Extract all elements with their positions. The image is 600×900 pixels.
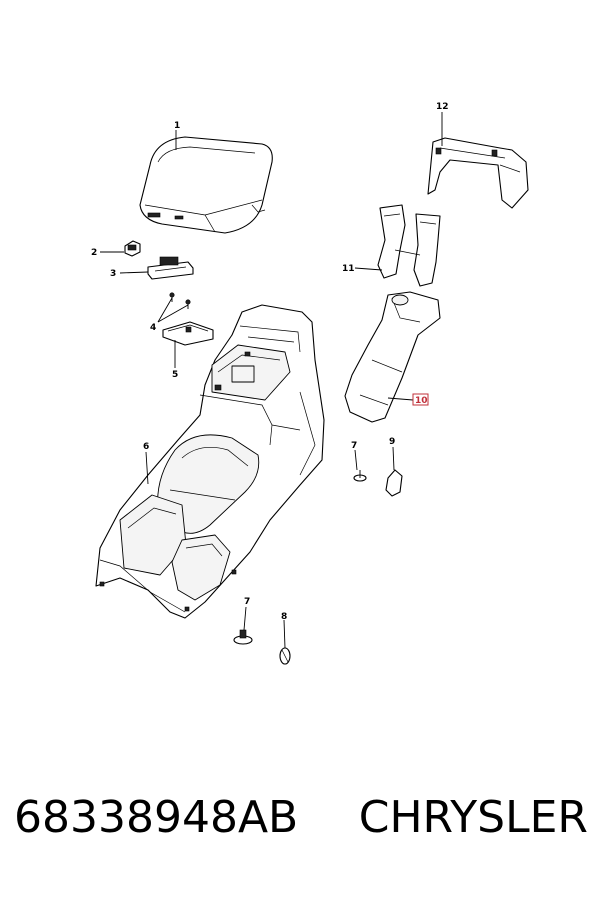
part-air-ducts [377,204,441,287]
highlight-box-10 [412,393,429,406]
callout-10: 10 [415,396,428,406]
part-bracket [162,321,214,346]
callout-5: 5 [172,370,178,380]
part-armrest-lid [139,136,273,234]
part-bolt [124,240,141,257]
part-rear-panel [427,137,529,209]
callout-12: 12 [436,102,449,112]
callout-2: 2 [91,248,97,258]
part-screws [169,292,191,309]
part-rear-duct [344,291,441,423]
callout-4: 4 [150,323,156,333]
callout-8: 8 [281,612,287,622]
callout-7-upper: 7 [351,441,357,451]
part-push-pin-upper [353,470,367,482]
part-latch [147,256,194,280]
footer: 68338948AB CHRYSLER [0,792,600,872]
callout-7-lower: 7 [244,597,250,607]
part-number: 68338948AB [14,792,299,843]
callout-labels: 1 2 3 4 5 6 7 7 8 9 10 11 12 [91,102,449,622]
part-clip [279,647,291,665]
brand-name: CHRYSLER [358,792,588,843]
callout-9: 9 [389,437,395,447]
callout-11: 11 [342,264,355,274]
leader-lines [100,112,443,649]
part-floor-console [95,304,325,619]
callout-6: 6 [143,442,149,452]
callout-3: 3 [110,269,116,279]
part-push-pin-lower [233,629,253,645]
part-retainer [385,469,403,497]
callout-1: 1 [174,121,180,131]
